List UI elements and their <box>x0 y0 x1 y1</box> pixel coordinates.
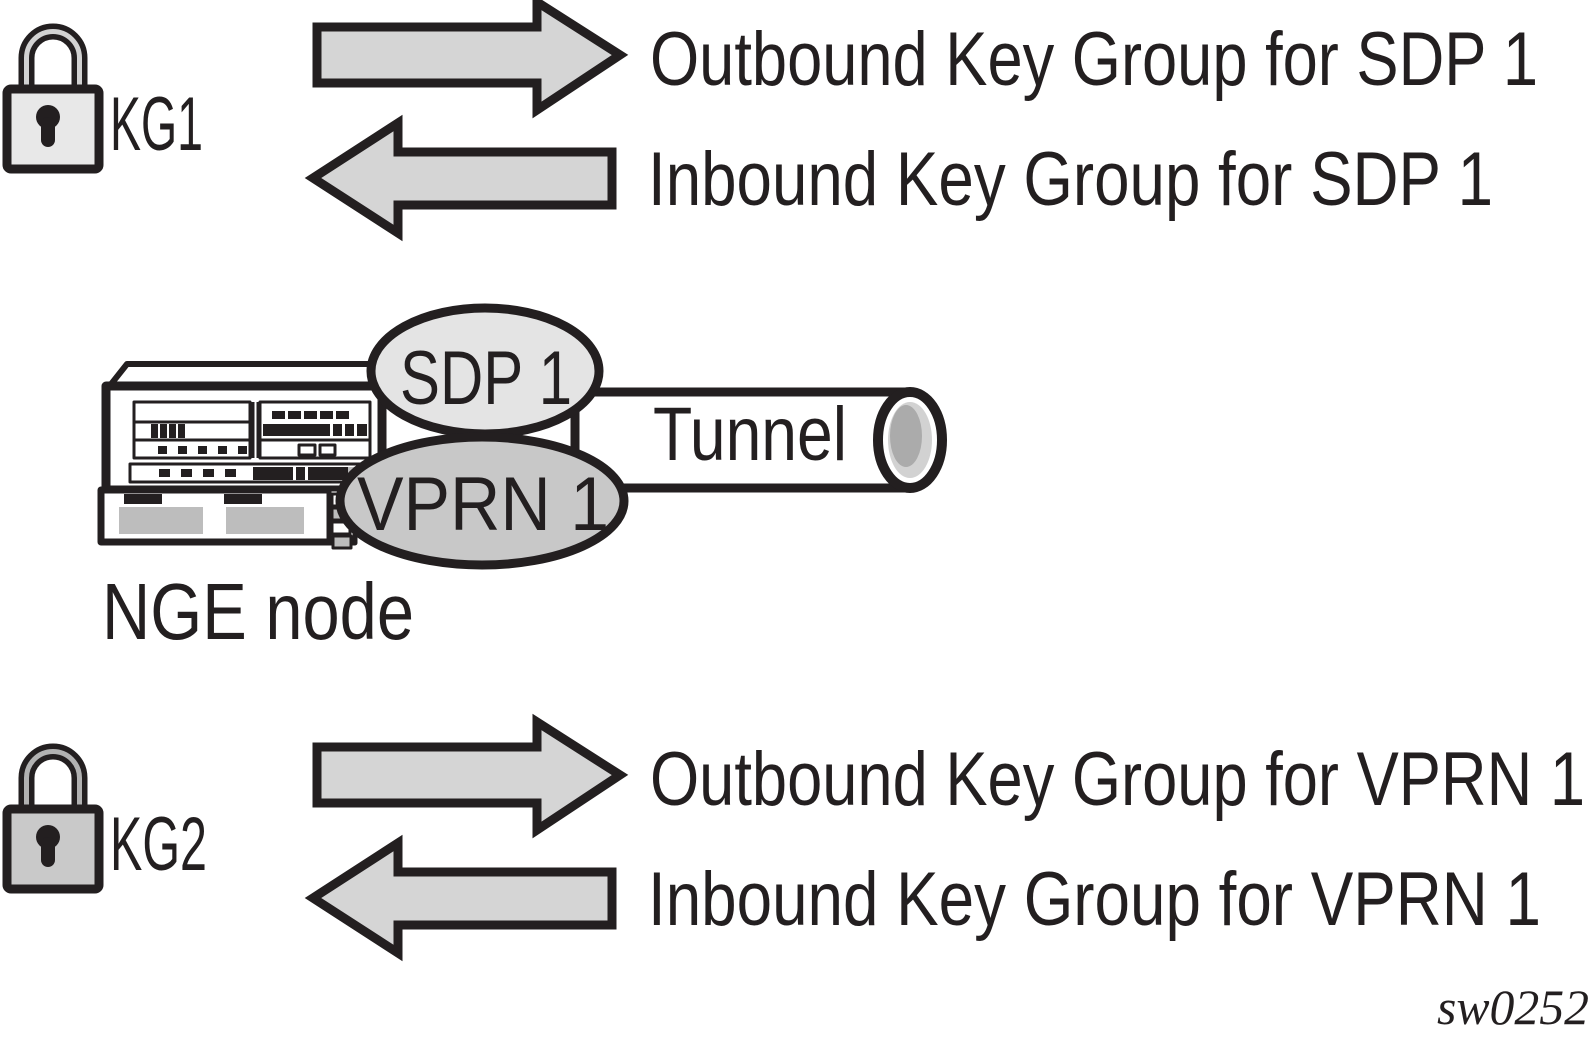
panel-detail <box>263 424 367 436</box>
panel-detail <box>342 424 345 436</box>
vprn-ellipse <box>335 432 629 570</box>
panel-detail <box>159 469 170 477</box>
panel-detail <box>297 443 317 457</box>
kg1-section: KG1 Outbound Key Group for SDP 1 Inbound… <box>2 0 1538 242</box>
panel-detail <box>253 467 348 480</box>
tunnel-mouth-core <box>890 405 922 467</box>
panel-detail <box>178 446 187 454</box>
kg2-outbound-label: Outbound Key Group for VPRN 1 <box>650 737 1585 822</box>
panel-detail <box>318 443 337 457</box>
panel-detail <box>330 424 333 436</box>
panel-detail <box>151 424 158 438</box>
panel-detail <box>181 469 192 477</box>
router-front-panel <box>128 400 372 484</box>
padlock-shackle-highlight <box>24 749 82 809</box>
kg1-outbound-label: Outbound Key Group for SDP 1 <box>650 17 1538 102</box>
kg1-padlock-icon <box>2 23 104 174</box>
panel-detail <box>238 446 247 454</box>
kg1-inbound-arrow-icon <box>304 114 617 242</box>
panel-detail <box>198 446 207 454</box>
panel-detail <box>293 467 296 480</box>
nge-node-section: Tunnel SDP 1 VPRN 1 NGE node <box>97 303 947 656</box>
panel-detail <box>224 494 262 504</box>
kg2-inbound-arrow-icon <box>304 834 617 962</box>
router-icon <box>97 361 402 550</box>
panel-detail <box>124 494 162 504</box>
padlock-keyhole-stem <box>41 117 55 147</box>
sdp-label: SDP 1 <box>400 336 572 421</box>
panel-detail <box>225 469 236 477</box>
panel-detail <box>304 411 317 419</box>
panel-detail <box>288 411 301 419</box>
padlock-shackle-highlight <box>24 29 82 89</box>
panel-detail <box>272 411 285 419</box>
kg2-inbound-label: Inbound Key Group for VPRN 1 <box>648 857 1541 942</box>
tunnel-mouth-rim <box>873 387 947 493</box>
kg2-outbound-arrow-icon <box>312 713 629 839</box>
panel-detail <box>354 424 357 436</box>
tunnel-icon <box>570 387 947 493</box>
tunnel-label: Tunnel <box>653 392 847 477</box>
drawer-slot <box>226 507 304 534</box>
nge-node-label: NGE node <box>102 567 414 656</box>
panel-detail <box>169 424 176 438</box>
panel-card <box>132 400 252 460</box>
panel-detail <box>203 469 214 477</box>
padlock-keyhole-stem <box>41 837 55 867</box>
panel-detail <box>305 467 308 480</box>
panel-detail <box>178 424 185 438</box>
panel-detail <box>218 446 227 454</box>
kg1-label: KG1 <box>110 82 203 167</box>
kg1-inbound-label: Inbound Key Group for SDP 1 <box>648 137 1493 222</box>
kg2-section: KG2 Outbound Key Group for VPRN 1 Inboun… <box>2 713 1585 962</box>
kg1-outbound-arrow-icon <box>312 0 629 119</box>
vprn-label: VPRN 1 <box>357 462 609 547</box>
kg2-label: KG2 <box>110 802 207 887</box>
kg2-padlock-icon <box>2 743 104 894</box>
panel-detail <box>160 424 167 438</box>
panel-detail <box>158 446 167 454</box>
panel-detail <box>336 411 349 419</box>
router-drawer <box>97 486 358 550</box>
figure-id: sw0252 <box>1437 979 1589 1035</box>
drawer-slot <box>119 507 203 534</box>
panel-detail <box>331 534 353 550</box>
panel-detail <box>320 411 333 419</box>
